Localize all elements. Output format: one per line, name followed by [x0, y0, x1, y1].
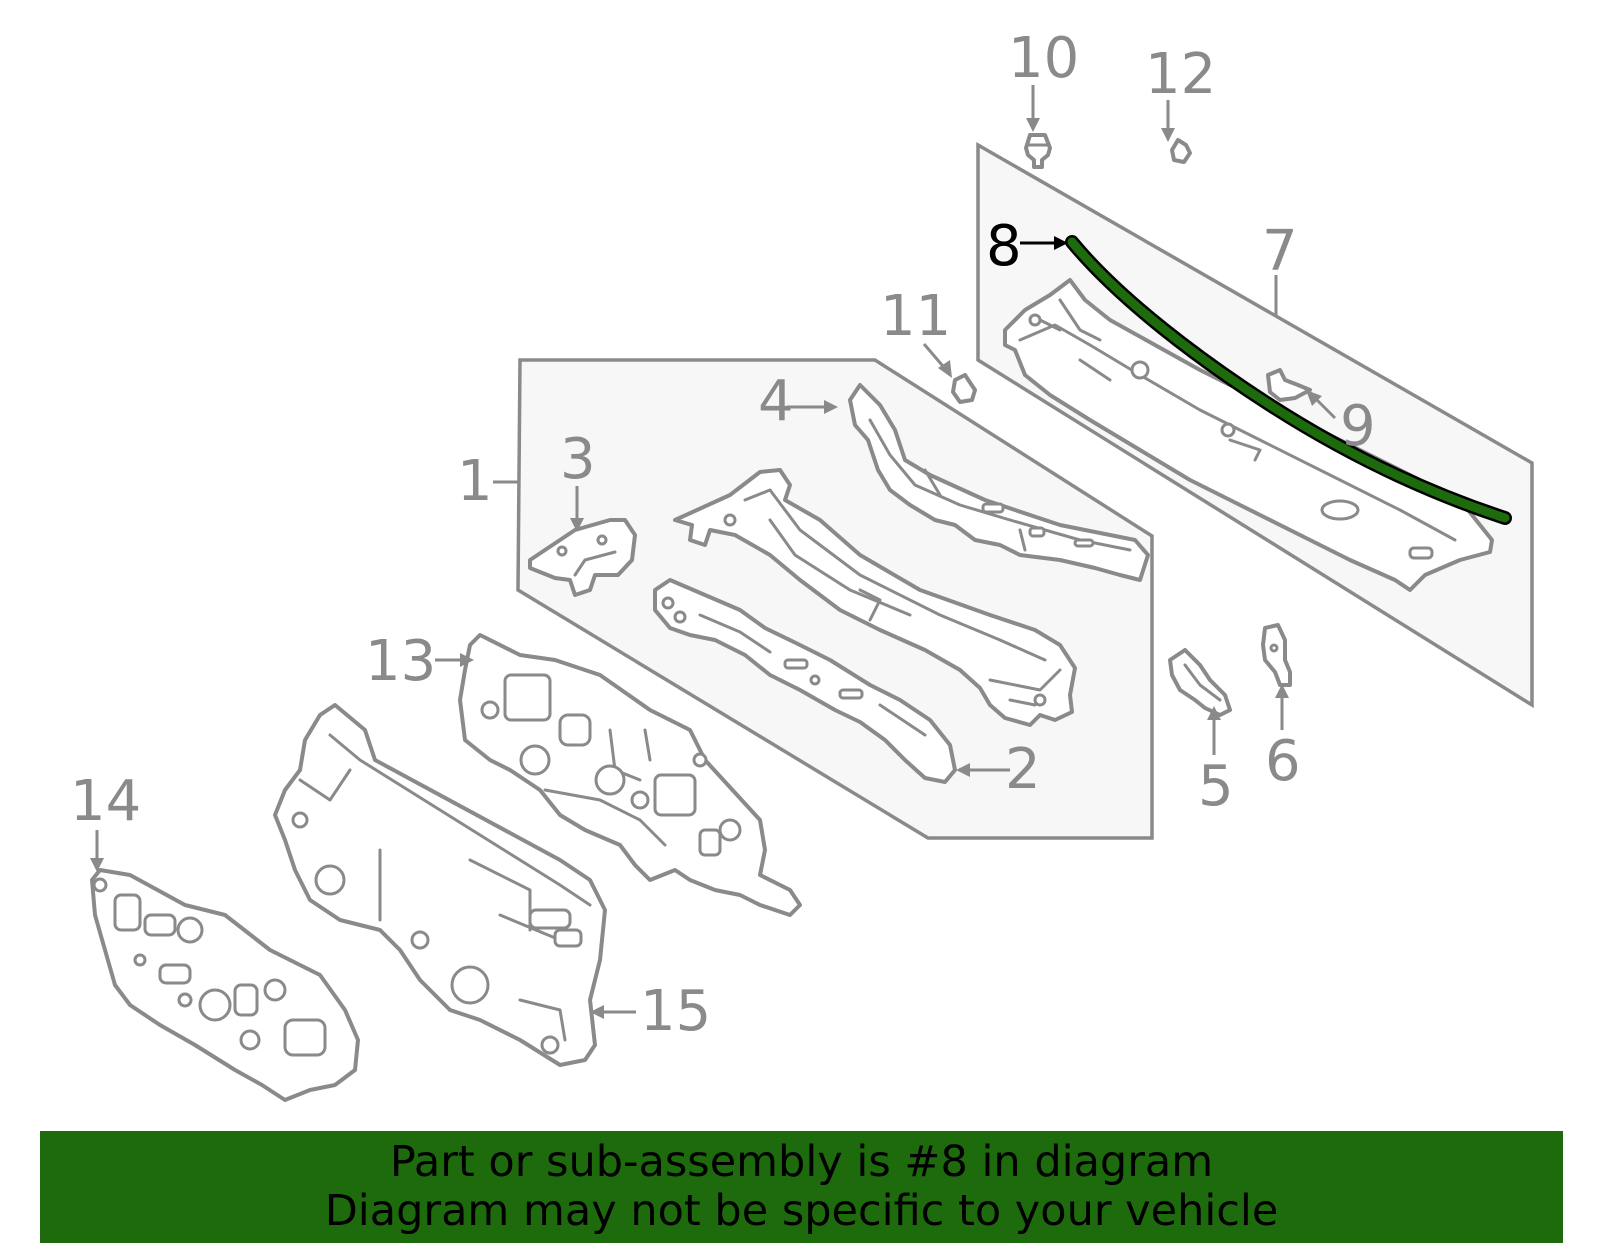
callout-9: 9 — [1340, 394, 1376, 459]
callout-4: 4 — [758, 369, 794, 434]
callout-13: 13 — [365, 629, 436, 694]
part-10-fastener[interactable] — [1024, 133, 1052, 169]
part-1-cowl-panel[interactable] — [673, 468, 1077, 727]
callout-14: 14 — [70, 769, 141, 834]
part-5-bracket[interactable] — [1168, 648, 1232, 717]
part-7-cowl-top[interactable] — [1003, 278, 1494, 592]
callout-7: 7 — [1262, 219, 1298, 284]
part-8-seal-highlighted[interactable] — [1065, 235, 1512, 525]
part-6-bracket[interactable] — [1261, 623, 1292, 687]
callout-12: 12 — [1145, 42, 1216, 107]
callout-15: 15 — [640, 979, 711, 1044]
callout-2: 2 — [1005, 737, 1041, 802]
part-2-cowl-lower[interactable] — [653, 578, 957, 784]
part-4-cowl-upper[interactable] — [848, 383, 1150, 582]
callout-5: 5 — [1198, 754, 1234, 819]
part-14-insulator[interactable] — [90, 868, 360, 1102]
callout-1: 1 — [457, 449, 493, 514]
leader-lines — [90, 85, 1337, 1019]
callout-6: 6 — [1265, 729, 1301, 794]
part-3-bracket[interactable] — [528, 518, 637, 597]
part-9-clip[interactable] — [1266, 368, 1312, 402]
part-15-dash-panel[interactable] — [273, 703, 607, 1067]
info-banner: Part or sub-assembly is #8 in diagram Di… — [40, 1131, 1563, 1243]
callout-10: 10 — [1008, 26, 1079, 91]
part-12-grommet[interactable] — [1170, 138, 1192, 164]
callout-8: 8 — [986, 214, 1022, 279]
part-13-dash-insulator[interactable] — [458, 633, 802, 917]
banner-line-part: Part or sub-assembly is #8 in diagram — [389, 1137, 1214, 1187]
part-11-clip[interactable] — [951, 373, 977, 404]
banner-line-disclaimer: Diagram may not be specific to your vehi… — [324, 1186, 1279, 1236]
callout-3: 3 — [560, 427, 596, 492]
callout-11: 11 — [880, 284, 951, 349]
